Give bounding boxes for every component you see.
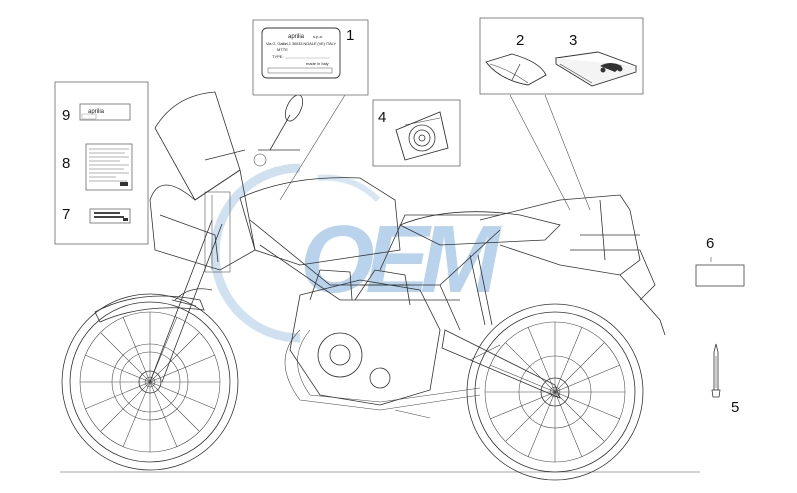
engine (289, 269, 441, 406)
leader-lines (279, 94, 712, 262)
cable-kit (395, 111, 449, 161)
callout-9: 9 (62, 107, 70, 124)
plate-brand: aprilia (288, 34, 305, 40)
footpegs (394, 344, 501, 419)
swingarm (441, 254, 561, 399)
mirror (258, 94, 304, 151)
exhaust-pipes (284, 329, 481, 411)
callout-1: 1 (346, 27, 354, 44)
plate-company: s.p.a. (313, 34, 323, 39)
decal-9-brand: aprilia (88, 109, 105, 115)
plate-type: TYPE: (272, 54, 284, 59)
decal-7 (89, 208, 131, 224)
rear-wheel (466, 303, 644, 481)
tool-pouch (485, 53, 547, 86)
decal-8 (85, 143, 133, 191)
seat (399, 211, 561, 246)
decal-9 (79, 103, 131, 121)
watermark-text: OEM (300, 206, 502, 313)
callout-3: 3 (569, 32, 577, 49)
decal-9-strip (81, 113, 97, 120)
decal-group-box: 9 aprilia 8 7 (54, 81, 149, 245)
front-fender (94, 295, 205, 323)
identification-plate: aprilia s.p.a. Via G. Galilei,1 30033 NO… (261, 27, 341, 79)
reflector-decal: 6 (695, 235, 745, 287)
callout-8: 8 (62, 155, 70, 172)
decal-6 (695, 264, 745, 287)
motorcycle-drawing (61, 91, 666, 481)
callout-2: 2 (516, 32, 524, 49)
callout-6: 6 (706, 235, 714, 252)
oem-watermark: OEM (210, 163, 502, 343)
tool-kit-box: 4 (372, 99, 461, 167)
plate-address: Via G. Galilei,1 30033 NOALE (VE) ITALY (266, 41, 336, 46)
plate-maker: made in Italy (306, 61, 329, 66)
fuel-tank (239, 177, 401, 266)
callout-5: 5 (731, 399, 739, 416)
tail-section (479, 194, 666, 336)
cockpit (204, 153, 267, 273)
callout-7: 7 (62, 206, 70, 223)
documents-box: 2 3 (479, 17, 644, 95)
identification-plate-box: 1 aprilia s.p.a. Via G. Galilei,1 30033 … (252, 19, 369, 96)
front-fairing (149, 91, 256, 271)
rivet: 5 (711, 343, 739, 416)
callout-4: 4 (378, 109, 386, 126)
plate-mtte: MTTE (277, 47, 288, 52)
owner-manual (554, 51, 638, 87)
